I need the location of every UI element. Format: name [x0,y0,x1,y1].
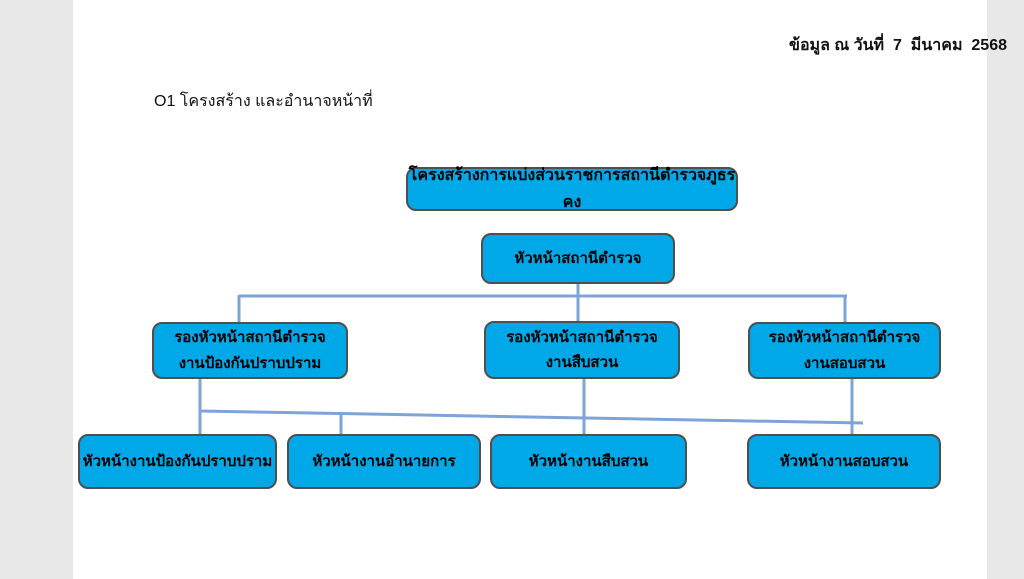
org-box-head-investigation: หัวหน้างานสืบสวน [490,434,687,489]
org-box-deputy-prevention: รองหัวหน้าสถานีตำรวจ งานป้องกันปราบปราม [152,322,348,379]
org-box-station-head: หัวหน้าสถานีตำรวจ [481,233,675,284]
org-box-label-line1: รองหัวหน้าสถานีตำรวจ [174,329,326,346]
org-box-label-line2: งานสอบสวน [803,354,886,372]
org-box-label-line2: งานป้องกันปราบปราม [178,354,322,372]
org-box-deputy-inquiry: รองหัวหน้าสถานีตำรวจ งานสอบสวน [748,322,941,379]
org-box-label-line1: รองหัวหน้าสถานีตำรวจ [768,329,921,346]
org-box-deputy-investigation: รองหัวหน้าสถานีตำรวจ งานสืบสวน [484,321,680,379]
org-box-label: หัวหน้าสถานีตำรวจ [514,249,642,267]
date-note: ข้อมูล ณ วันที่ 7 มีนาคม 2568 [789,37,1007,54]
org-box-label: หัวหน้างานป้องกันปราบปราม [82,452,273,470]
page-title: O1 โครงสร้าง และอำนาจหน้าที่ [154,93,373,110]
document-page: ข้อมูล ณ วันที่ 7 มีนาคม 2568 O1 โครงสร้… [73,0,1007,579]
org-box-label-line1: รองหัวหน้าสถานีตำรวจ [506,328,658,346]
org-box-head-prevention: หัวหน้างานป้องกันปราบปราม [78,434,277,489]
org-box-label: หัวหน้างานอำนายการ [312,452,456,470]
org-box-label: หัวหน้างานสืบสวน [528,452,649,470]
org-box-head-inquiry: หัวหน้างานสอบสวน [747,434,941,489]
org-box-label-line2: งานสืบสวน [545,354,619,371]
org-box-head-administration: หัวหน้างานอำนายการ [287,434,481,489]
org-box-chart-title: โครงสร้างการแบ่งส่วนราชการสถานีตำรวจภูธร… [406,167,738,211]
org-box-label: โครงสร้างการแบ่งส่วนราชการสถานีตำรวจภูธร… [408,166,736,211]
org-box-label: หัวหน้างานสอบสวน [779,452,909,470]
